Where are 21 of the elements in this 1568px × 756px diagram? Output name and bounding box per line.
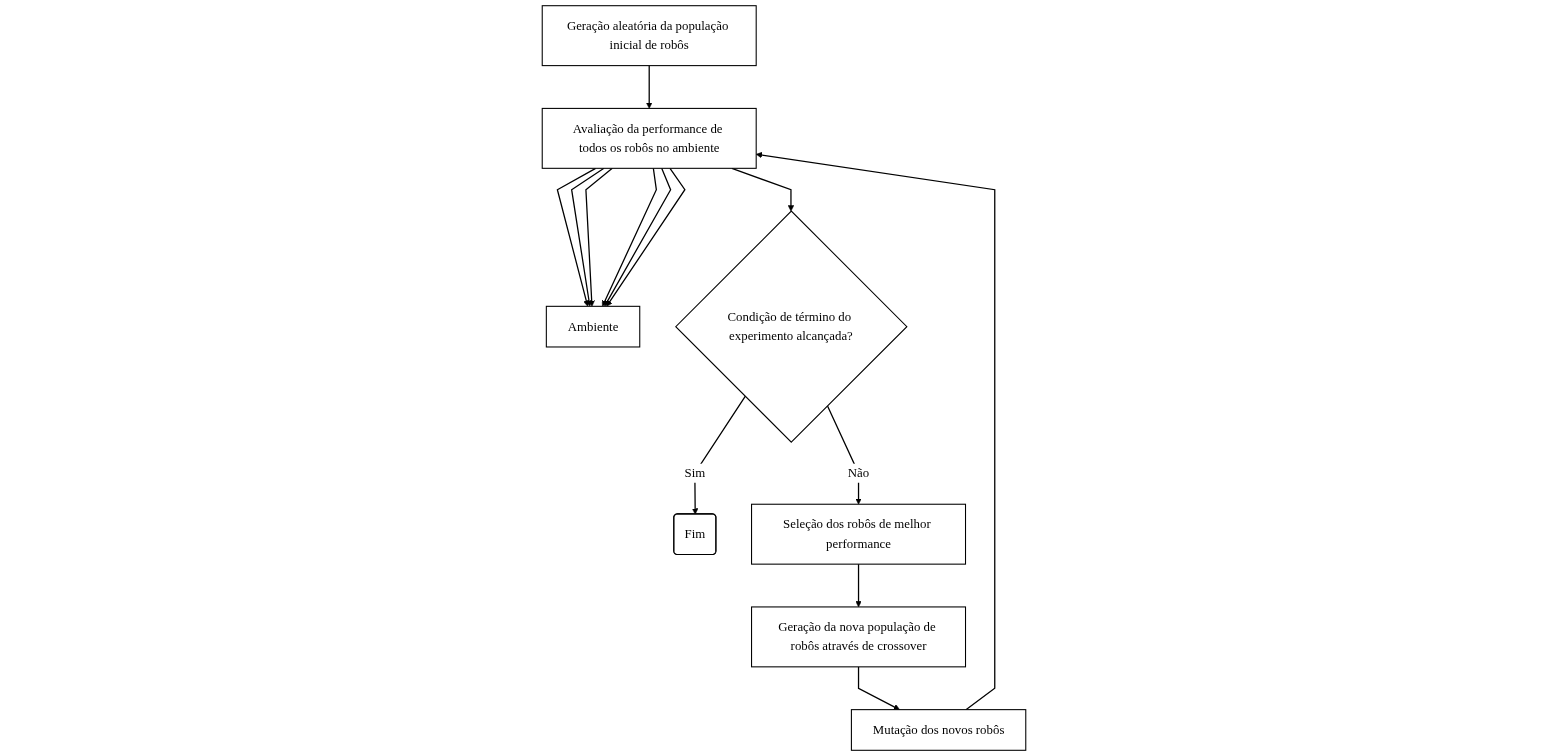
node-box: Geração da nova população de robôs através de crossover	[751, 606, 967, 668]
node-diamond: Condição de término do experimento alcançada?	[675, 210, 908, 443]
arrow	[731, 167, 795, 212]
node-box: Avaliação da performance de todos os robôs no ambiente	[541, 107, 757, 169]
arrow	[570, 167, 605, 307]
arrow	[601, 167, 657, 307]
node-box: Ambiente	[545, 305, 641, 348]
node-box: Seleção dos robôs de melhor performance	[751, 503, 967, 565]
arrow	[692, 395, 746, 515]
arrow	[826, 405, 862, 505]
arrow	[646, 65, 653, 109]
arrow	[604, 167, 672, 307]
arrow	[556, 167, 597, 307]
node-box: Mutação dos novos robôs	[850, 709, 1027, 751]
arrow	[585, 167, 613, 307]
arrow	[857, 666, 900, 710]
edge-label: Sim	[684, 465, 706, 480]
node-box: Geração aleatória da população inicial de robôs	[541, 5, 757, 67]
arrow	[606, 167, 686, 307]
edge-label: Não	[847, 465, 870, 480]
arrow	[855, 563, 862, 608]
